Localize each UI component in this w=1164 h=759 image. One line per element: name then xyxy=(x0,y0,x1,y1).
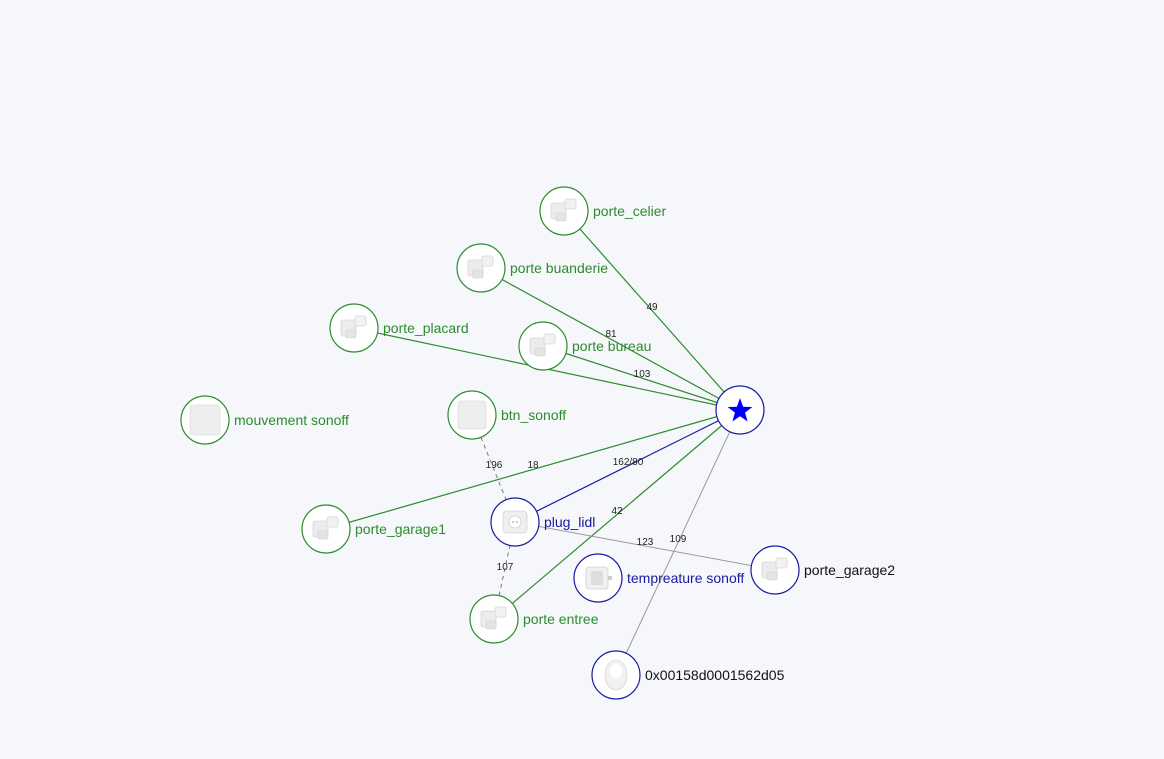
node-label: tempreature sonoff xyxy=(627,570,744,586)
link-quality-label: 81 xyxy=(605,329,617,340)
star-icon xyxy=(727,398,753,422)
motion-sensor-icon xyxy=(189,404,221,436)
node-porte-placard[interactable]: porte_placard xyxy=(329,303,469,353)
node-label: porte entree xyxy=(523,611,599,627)
node-label: btn_sonoff xyxy=(501,407,566,423)
coordinator-node[interactable] xyxy=(715,385,765,435)
link-porte_entree-coordinator xyxy=(493,409,741,620)
link-quality-label: 103 xyxy=(634,369,651,380)
node-porte-bureau[interactable]: porte bureau xyxy=(518,321,651,371)
node-label: porte_garage2 xyxy=(804,562,895,578)
node-label: porte_garage1 xyxy=(355,521,446,537)
link-quality-label: 162/80 xyxy=(613,457,644,468)
node-mouvement-sonoff[interactable]: mouvement sonoff xyxy=(180,395,349,445)
link-porte_garage1-coordinator xyxy=(325,409,741,530)
link-quality-label: 109 xyxy=(670,534,687,545)
link-quality-label: 107 xyxy=(497,562,514,573)
node-device-0x00158d0001562d05[interactable]: 0x00158d0001562d05 xyxy=(591,650,785,700)
node-porte-buanderie[interactable]: porte buanderie xyxy=(456,243,608,293)
link-quality-label: 42 xyxy=(611,506,623,517)
link-plug_lidl-porte_garage2 xyxy=(514,521,776,571)
link-device_0x00158d0001562d05-coordinator xyxy=(615,409,741,676)
smart-plug-icon xyxy=(502,510,528,534)
edge-labels-layer: 49 81 103 18 162/80 42 109 123 196 107 xyxy=(486,302,687,573)
node-label: porte_placard xyxy=(383,320,469,336)
link-porte_bureau-coordinator xyxy=(542,345,741,411)
node-porte-celier[interactable]: porte_celier xyxy=(539,186,666,236)
node-plug-lidl[interactable]: plug_lidl xyxy=(490,497,595,547)
link-porte_buanderie-coordinator xyxy=(480,267,741,411)
link-quality-label: 18 xyxy=(527,460,539,471)
node-label: porte_celier xyxy=(593,203,666,219)
link-plug_lidl-coordinator xyxy=(514,409,741,523)
node-label: plug_lidl xyxy=(544,514,595,530)
link-quality-label: 123 xyxy=(637,537,654,548)
sensor-pod-icon xyxy=(604,659,628,691)
node-label: porte buanderie xyxy=(510,260,608,276)
button-icon xyxy=(457,400,487,430)
node-porte-garage1[interactable]: porte_garage1 xyxy=(301,504,446,554)
node-btn-sonoff[interactable]: btn_sonoff xyxy=(447,390,566,440)
node-label: 0x00158d0001562d05 xyxy=(645,667,785,683)
link-quality-label: 49 xyxy=(646,302,658,313)
node-tempreature-sonoff[interactable]: tempreature sonoff xyxy=(573,553,744,603)
temperature-sensor-icon xyxy=(585,566,613,590)
node-porte-entree[interactable]: porte entree xyxy=(469,594,599,644)
edges-layer xyxy=(325,210,776,676)
node-porte-garage2[interactable]: porte_garage2 xyxy=(750,545,895,595)
node-label: mouvement sonoff xyxy=(234,412,349,428)
link-quality-label: 196 xyxy=(486,460,503,471)
link-porte_celier-coordinator xyxy=(563,210,741,411)
node-label: porte bureau xyxy=(572,338,651,354)
